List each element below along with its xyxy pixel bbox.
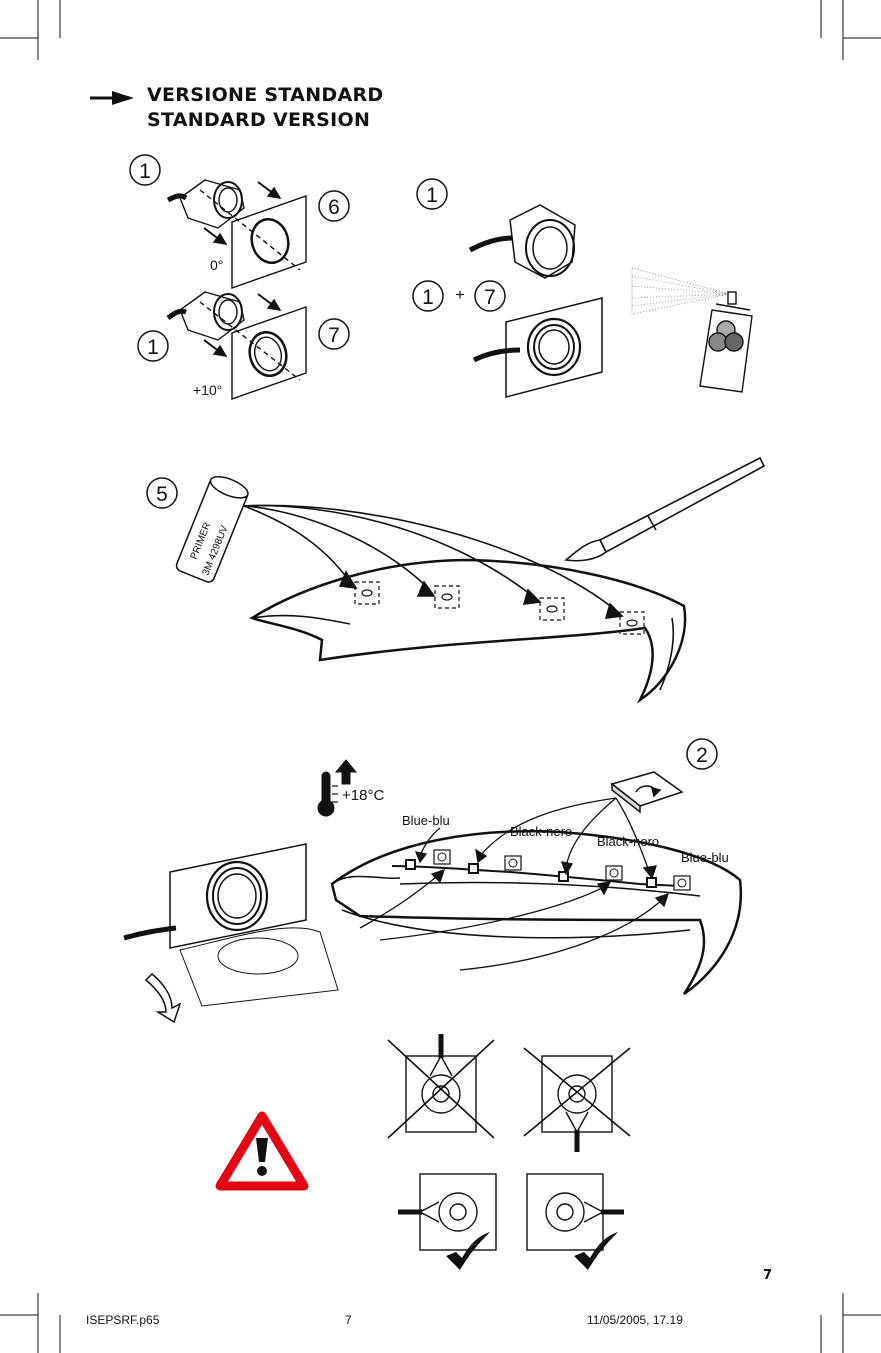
step-circle-2	[686, 738, 718, 770]
primer-tube-icon	[175, 476, 249, 583]
step-plus: +	[455, 287, 464, 304]
step-1c: 1	[426, 184, 438, 207]
wire-harness	[391, 849, 691, 891]
step-circle-6	[318, 190, 350, 222]
step-circle-1d	[412, 280, 444, 312]
adhesive-pads	[354, 581, 645, 635]
temperature-label: +18°C	[342, 787, 384, 804]
step-7b: 7	[484, 286, 496, 309]
plate-with-tape	[123, 843, 339, 1007]
wire-label-arrows	[359, 797, 670, 971]
gland-alone	[468, 204, 576, 279]
step-7a: 7	[328, 324, 340, 347]
wire-label-blue-1: Blue-blu	[402, 813, 450, 828]
gland-plate-0deg	[166, 179, 307, 289]
wrong-orientation-2	[523, 1047, 631, 1152]
wire-label-black-1: Black-nero	[510, 824, 572, 839]
step-6: 6	[328, 196, 340, 219]
step-1d: 1	[422, 286, 434, 309]
checkmark-icon-2	[574, 1232, 618, 1270]
wrong-orientation-1	[387, 1034, 495, 1139]
brush-icon	[564, 456, 766, 562]
angle-10: +10°	[193, 382, 222, 398]
step-1a: 1	[139, 160, 151, 183]
step-circle-1a	[129, 154, 161, 186]
step-circle-7b	[474, 280, 506, 312]
step-circle-1c	[416, 178, 448, 210]
step-circle-5	[146, 477, 178, 509]
title-english: STANDARD VERSION	[147, 109, 371, 131]
mirror-cover-bottom	[330, 830, 743, 996]
thermometer-icon	[317, 759, 358, 817]
plate-with-gland	[472, 297, 603, 398]
step-1b: 1	[147, 336, 159, 359]
header-arrow-icon	[90, 91, 134, 105]
angle-0: 0°	[210, 257, 223, 273]
warning-triangle-icon	[215, 1111, 309, 1191]
wire-label-blue-2: Blue-blu	[681, 850, 729, 865]
title-italian: VERSIONE STANDARD	[147, 84, 384, 106]
step-5: 5	[156, 483, 168, 506]
primer-arrows	[243, 504, 624, 619]
correct-orientation-2	[526, 1173, 624, 1251]
footer-datetime: 11/05/2005, 17.19	[587, 1313, 683, 1327]
footer-filename: ISEPSRF.p65	[86, 1313, 160, 1327]
step-2: 2	[696, 744, 708, 767]
step-circle-7a	[318, 318, 350, 350]
peel-arrow-icon	[144, 972, 182, 1024]
mirror-cover-top	[249, 558, 687, 704]
gland-plate-10deg	[166, 291, 307, 400]
footer-page: 7	[345, 1313, 352, 1327]
page-number: 7	[763, 1268, 773, 1283]
adhesive-pad-icon	[610, 771, 684, 814]
spray-can-icon	[631, 267, 753, 393]
wire-label-black-2: Black-nero	[597, 834, 659, 849]
step-circle-1b	[137, 330, 169, 362]
checkmark-icon-1	[446, 1232, 490, 1270]
